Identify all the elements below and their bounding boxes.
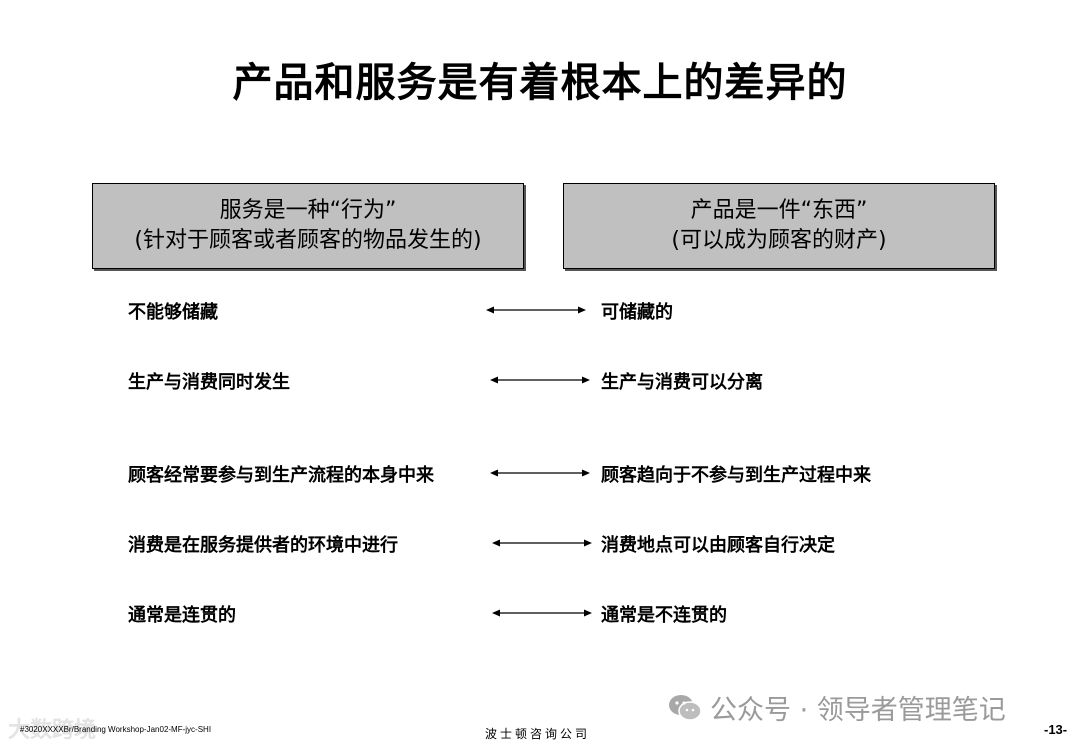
comparison-row: 生产与消费同时发生 生产与消费可以分离	[0, 368, 1080, 393]
service-box-line1: 服务是一种“行为”	[219, 198, 397, 223]
comparison-row: 通常是连贯的 通常是不连贯的	[0, 601, 1080, 626]
comparison-product-text: 生产与消费可以分离	[601, 372, 763, 393]
comparison-service-text: 通常是连贯的	[128, 605, 236, 626]
service-box: 服务是一种“行为” (针对于顾客或者顾客的物品发生的)	[92, 183, 524, 269]
file-reference: #3020XXXXBr/Branding Workshop-Jan02-MF-j…	[20, 725, 212, 734]
comparison-service-text: 消费是在服务提供者的环境中进行	[128, 535, 398, 556]
comparison-product-text: 可储藏的	[601, 302, 673, 323]
comparison-row: 顾客经常要参与到生产流程的本身中来 顾客趋向于不参与到生产过程中来	[0, 461, 1080, 486]
wechat-icon	[669, 694, 702, 721]
comparison-product-text: 消费地点可以由顾客自行决定	[601, 535, 835, 556]
product-box-line2: (可以成为顾客的财产)	[671, 228, 887, 253]
double-arrow-icon	[486, 306, 586, 314]
service-box-line2: (针对于顾客或者顾客的物品发生的)	[134, 228, 482, 253]
corner-watermark: 大数跨境	[8, 718, 97, 743]
comparison-service-text: 不能够储藏	[128, 302, 218, 323]
page-number: -13-	[1044, 722, 1068, 737]
double-arrow-icon	[492, 539, 592, 547]
company-name: 波士顿咨询公司	[485, 727, 591, 741]
comparison-row: 消费是在服务提供者的环境中进行 消费地点可以由顾客自行决定	[0, 531, 1080, 556]
comparison-service-text: 顾客经常要参与到生产流程的本身中来	[128, 465, 434, 486]
comparison-service-text: 生产与消费同时发生	[128, 372, 290, 393]
wechat-watermark: 公众号 · 领导者管理笔记	[668, 688, 1006, 727]
watermark-text: 公众号 · 领导者管理笔记	[710, 695, 1006, 726]
product-box: 产品是一件“东西” (可以成为顾客的财产)	[563, 183, 995, 269]
comparison-product-text: 顾客趋向于不参与到生产过程中来	[601, 465, 871, 486]
product-box-line1: 产品是一件“东西”	[690, 198, 868, 223]
double-arrow-icon	[490, 469, 590, 477]
page-title: 产品和服务是有着根本上的差异的	[232, 60, 848, 106]
comparison-product-text: 通常是不连贯的	[601, 605, 727, 626]
double-arrow-icon	[492, 609, 592, 617]
double-arrow-icon	[490, 376, 590, 384]
comparison-row: 不能够储藏 可储藏的	[0, 298, 1080, 323]
